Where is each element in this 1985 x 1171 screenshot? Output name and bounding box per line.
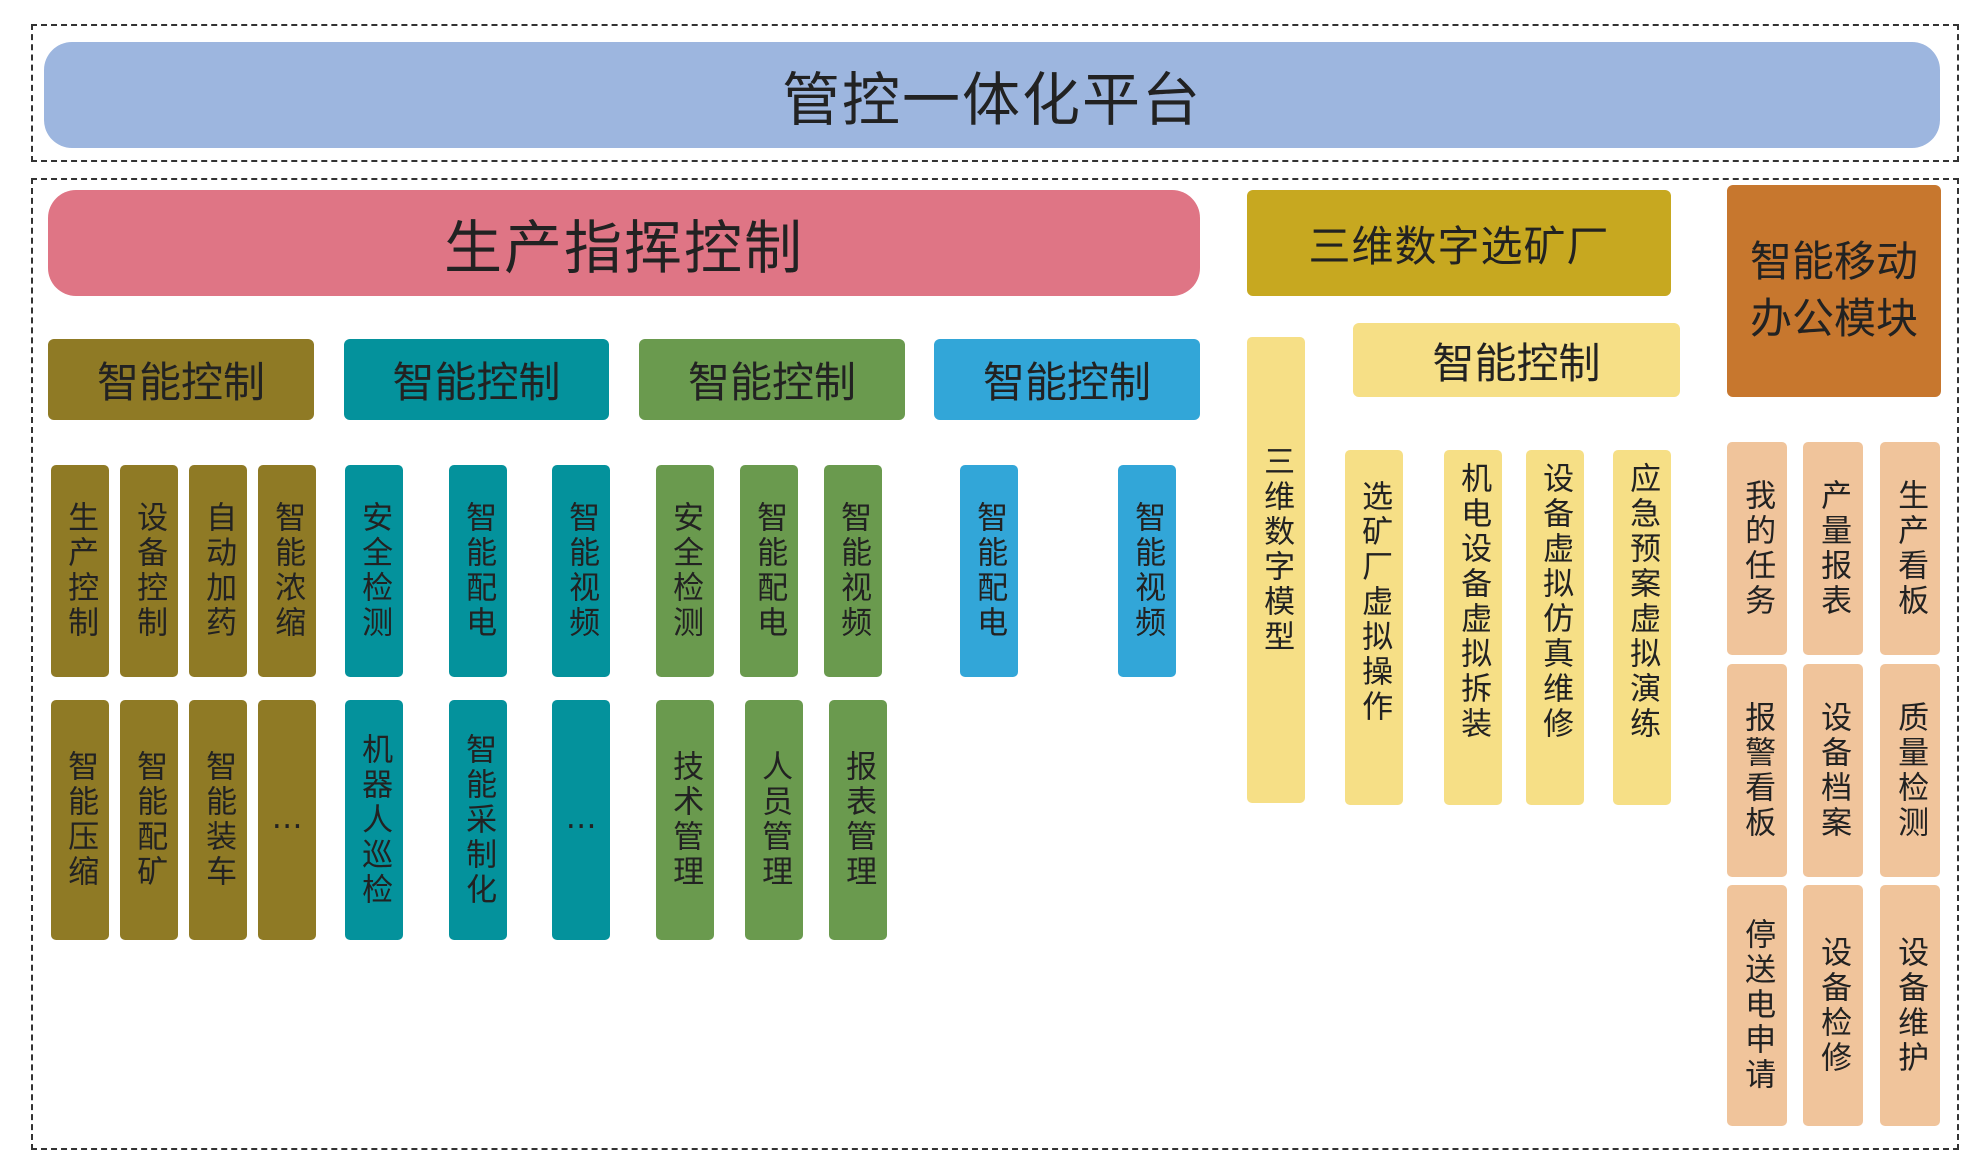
mobile-item: 我的任务: [1727, 442, 1787, 655]
group2-item: 机器人巡检: [345, 700, 403, 940]
mobile-item: 产量报表: [1803, 442, 1863, 655]
modules-frame: [31, 178, 1959, 1150]
platform-frame: [31, 24, 1959, 162]
group2-item: 智能配电: [449, 465, 507, 677]
production-command-banner: 生产指挥控制: [48, 190, 1200, 296]
group1-item: 生产控制: [51, 465, 109, 677]
mobile-item: 生产看板: [1880, 442, 1940, 655]
digital-item: 应急预案虚拟演练: [1613, 450, 1671, 805]
group3-item: 技术管理: [656, 700, 714, 940]
group1-item: 智能装车: [189, 700, 247, 940]
mobile-item: 停送电申请: [1727, 885, 1787, 1126]
group2-item: 智能视频: [552, 465, 610, 677]
digital-item: 选矿厂虚拟操作: [1345, 450, 1403, 805]
mobile-item: 设备档案: [1803, 664, 1863, 877]
group3-item: 安全检测: [656, 465, 714, 677]
group-header-2: 智能控制: [344, 339, 609, 420]
group3-item: 报表管理: [829, 700, 887, 940]
group1-item: 设备控制: [120, 465, 178, 677]
group4-item: 智能视频: [1118, 465, 1176, 677]
group1-item: 智能压缩: [51, 700, 109, 940]
mobile-item: 设备维护: [1880, 885, 1940, 1126]
group1-item-more: …: [258, 700, 316, 940]
group2-item-more: …: [552, 700, 610, 940]
group1-item: 智能配矿: [120, 700, 178, 940]
mobile-office-banner: 智能移动 办公模块: [1727, 185, 1941, 397]
mobile-item: 设备检修: [1803, 885, 1863, 1126]
platform-banner: 管控一体化平台: [44, 42, 1940, 148]
mobile-item: 报警看板: [1727, 664, 1787, 877]
group3-item: 智能配电: [740, 465, 798, 677]
digital-item: 机电设备虚拟拆装: [1444, 450, 1502, 805]
digital-plant-banner: 三维数字选矿厂: [1247, 190, 1671, 296]
group1-item: 智能浓缩: [258, 465, 316, 677]
group1-item: 自动加药: [189, 465, 247, 677]
group3-item: 人员管理: [745, 700, 803, 940]
group-header-1: 智能控制: [48, 339, 314, 420]
group4-item: 智能配电: [960, 465, 1018, 677]
mobile-item: 质量检测: [1880, 664, 1940, 877]
group2-item: 智能采制化: [449, 700, 507, 940]
digital-item: 设备虚拟仿真维修: [1526, 450, 1584, 805]
digital-control-header: 智能控制: [1353, 323, 1680, 397]
group3-item: 智能视频: [824, 465, 882, 677]
group-header-3: 智能控制: [639, 339, 905, 420]
group2-item: 安全检测: [345, 465, 403, 677]
group-header-4: 智能控制: [934, 339, 1200, 420]
digital-model-column: 三维数字模型: [1247, 337, 1305, 803]
